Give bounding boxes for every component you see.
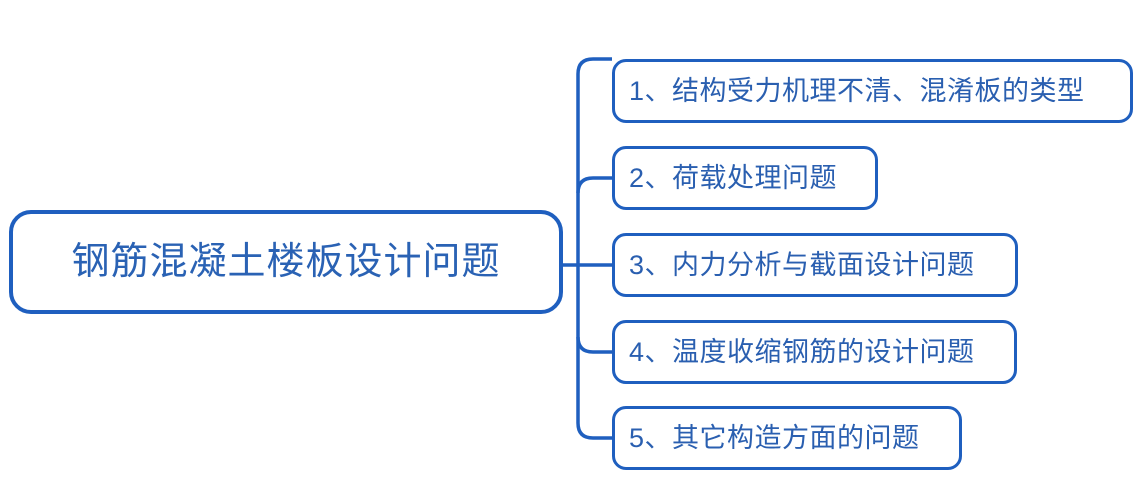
branch-node-5[interactable]: 5、其它构造方面的问题 — [612, 406, 962, 470]
branch-node-3-label: 3、内力分析与截面设计问题 — [629, 249, 975, 280]
root-node[interactable]: 钢筋混凝土楼板设计问题 — [9, 210, 563, 314]
branch-node-3[interactable]: 3、内力分析与截面设计问题 — [612, 233, 1018, 297]
branch-node-4[interactable]: 4、温度收缩钢筋的设计问题 — [612, 320, 1017, 384]
branch-node-1[interactable]: 1、结构受力机理不清、混淆板的类型 — [612, 59, 1133, 123]
connector-branch-1b — [578, 74, 612, 89]
branch-node-5-label: 5、其它构造方面的问题 — [629, 422, 920, 453]
branch-node-1-label: 1、结构受力机理不清、混淆板的类型 — [629, 75, 1085, 106]
branch-node-2-label: 2、荷载处理问题 — [629, 162, 838, 193]
branch-node-4-label: 4、温度收缩钢筋的设计问题 — [629, 336, 975, 367]
root-node-label: 钢筋混凝土楼板设计问题 — [71, 241, 501, 283]
branch-node-2[interactable]: 2、荷载处理问题 — [612, 146, 878, 210]
connector-branch-2 — [576, 176, 612, 194]
connector-branch-1 — [576, 57, 612, 75]
connector-branch-5 — [576, 422, 612, 440]
connector-branch-4 — [576, 336, 612, 354]
